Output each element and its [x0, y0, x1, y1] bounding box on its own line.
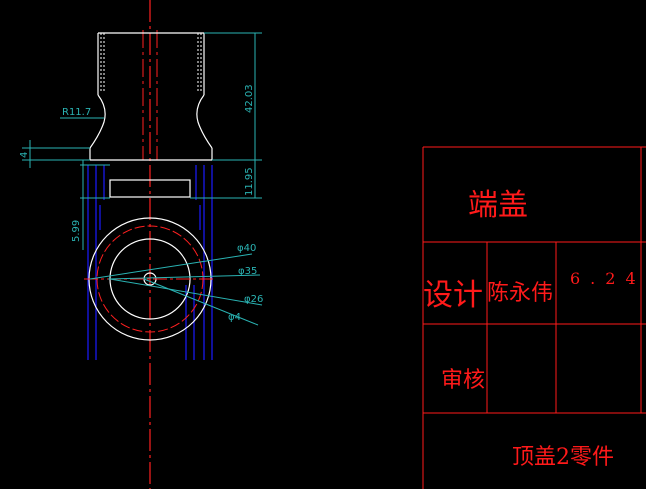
title-drawing-title: 顶盖2零件	[512, 445, 614, 470]
dim-lower-height: 11.95	[244, 167, 255, 196]
top-view	[84, 217, 216, 341]
dim-flange-thickness: 4	[19, 152, 30, 158]
title-designer: 陈永伟	[487, 281, 553, 306]
dim-dia-inner: φ26	[244, 294, 263, 305]
title-review-label: 审核	[441, 368, 485, 393]
title-part-name: 端盖	[468, 188, 528, 223]
dim-dia-outer: φ40	[237, 243, 256, 254]
dimension-lines	[22, 32, 263, 326]
part-outline-front	[89, 32, 213, 198]
dim-dia-hole: φ4	[228, 312, 241, 323]
thread-lines	[100, 33, 202, 92]
title-date: 6.24	[570, 269, 646, 288]
dim-radius: R11.7	[62, 107, 91, 118]
dim-height-total: 42.03	[244, 84, 255, 113]
title-block	[422, 146, 646, 489]
dim-dia-mid: φ35	[238, 266, 257, 277]
title-design-label: 设计	[423, 278, 483, 313]
dim-bottom-height: 5.99	[71, 220, 82, 242]
